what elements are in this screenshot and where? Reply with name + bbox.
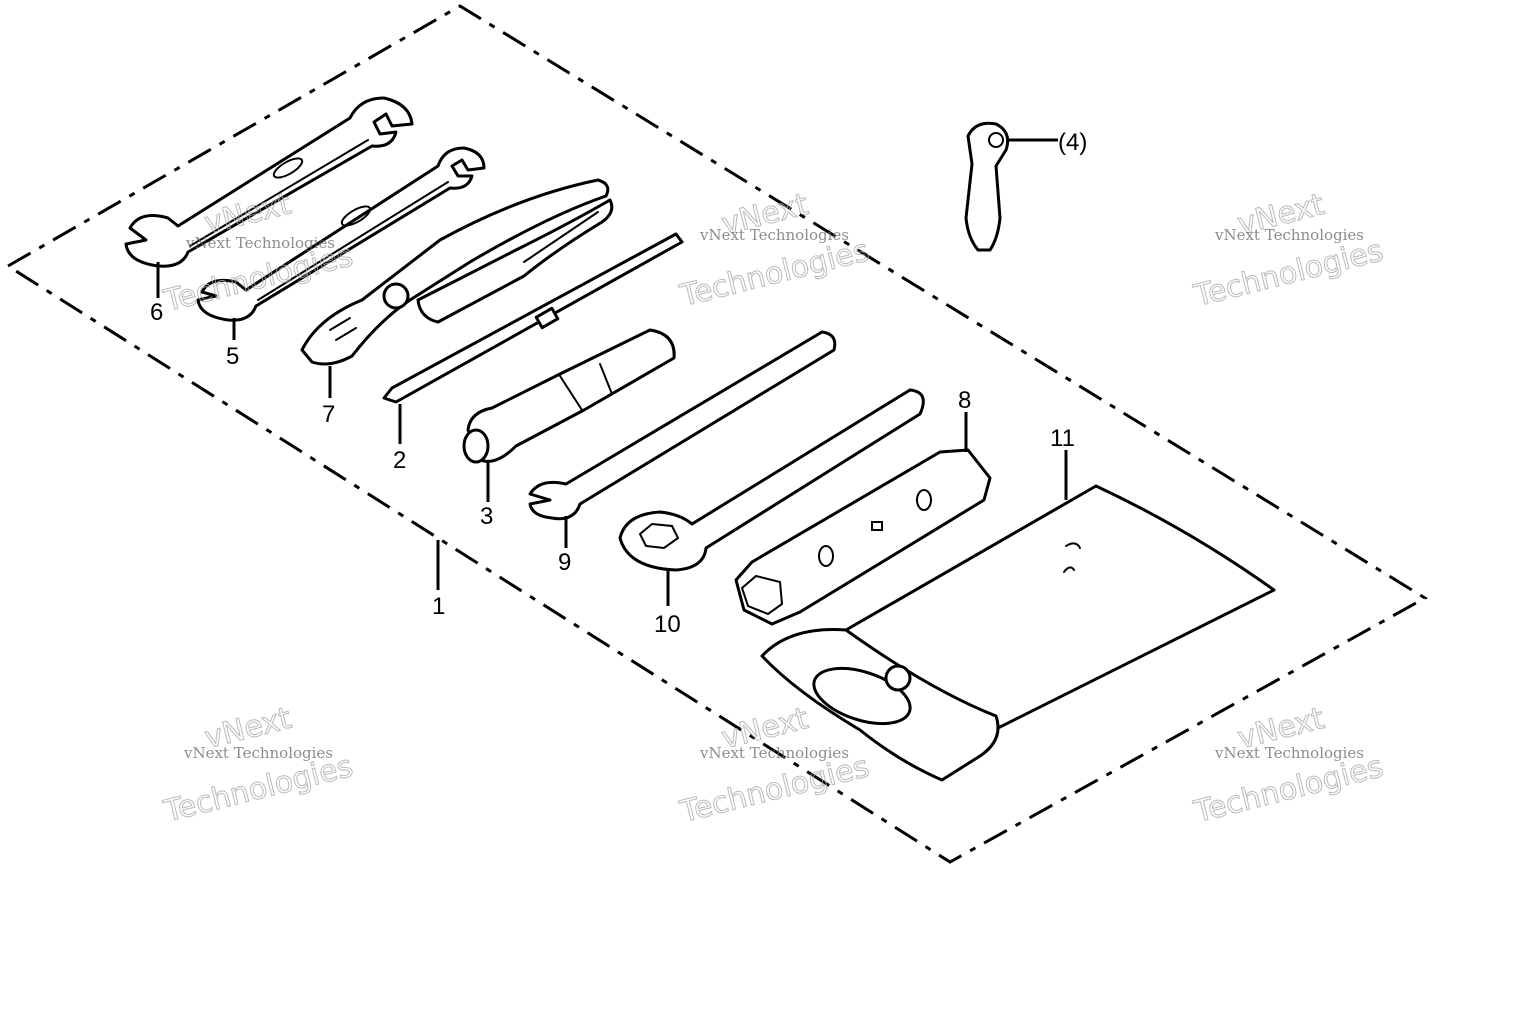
svg-text:vNext Technologies: vNext Technologies <box>699 744 849 762</box>
leader-lines <box>156 138 1068 606</box>
callout-1: 1 <box>432 593 445 620</box>
socket-handle-icon <box>462 328 676 464</box>
svg-text:vNext Technologies: vNext Technologies <box>183 744 333 762</box>
svg-text:Technologies: Technologies <box>676 233 872 314</box>
callout-10: 10 <box>654 611 681 638</box>
callout-5: 5 <box>226 343 239 370</box>
tool-bag-icon <box>760 484 1276 782</box>
watermark-bottom-right: vNext vNext Technologies Technologies <box>1190 701 1387 831</box>
box-wrench-icon <box>618 388 925 572</box>
svg-text:vNext Technologies: vNext Technologies <box>699 226 849 244</box>
callout-7: 7 <box>322 401 335 428</box>
svg-text:vNext Technologies: vNext Technologies <box>1214 226 1364 244</box>
kit-outline <box>5 4 1428 864</box>
callout-3: 3 <box>480 503 493 530</box>
handle-icon <box>964 121 1010 252</box>
svg-text:Technologies: Technologies <box>1190 233 1386 314</box>
callout-9: 9 <box>558 549 571 576</box>
pliers-icon <box>300 178 614 366</box>
long-wrench-icon <box>528 330 837 521</box>
callout-4: (4) <box>1058 129 1087 156</box>
watermark-bottom-left: vNext vNext Technologies Technologies <box>160 700 357 830</box>
svg-text:vNext Technologies: vNext Technologies <box>1214 744 1364 762</box>
screwdriver-icon <box>382 232 684 404</box>
tube-spanner-icon <box>734 448 992 626</box>
callout-11: 11 <box>1050 425 1075 452</box>
callout-6: 6 <box>150 299 163 326</box>
svg-text:vNext Technologies: vNext Technologies <box>185 234 335 252</box>
callout-2: 2 <box>393 447 406 474</box>
watermark-top-right: vNext vNext Technologies Technologies <box>1190 187 1387 315</box>
wrench-small-icon <box>196 146 486 322</box>
callout-8: 8 <box>958 387 971 414</box>
watermark-top-center: vNext vNext Technologies Technologies <box>676 187 873 315</box>
